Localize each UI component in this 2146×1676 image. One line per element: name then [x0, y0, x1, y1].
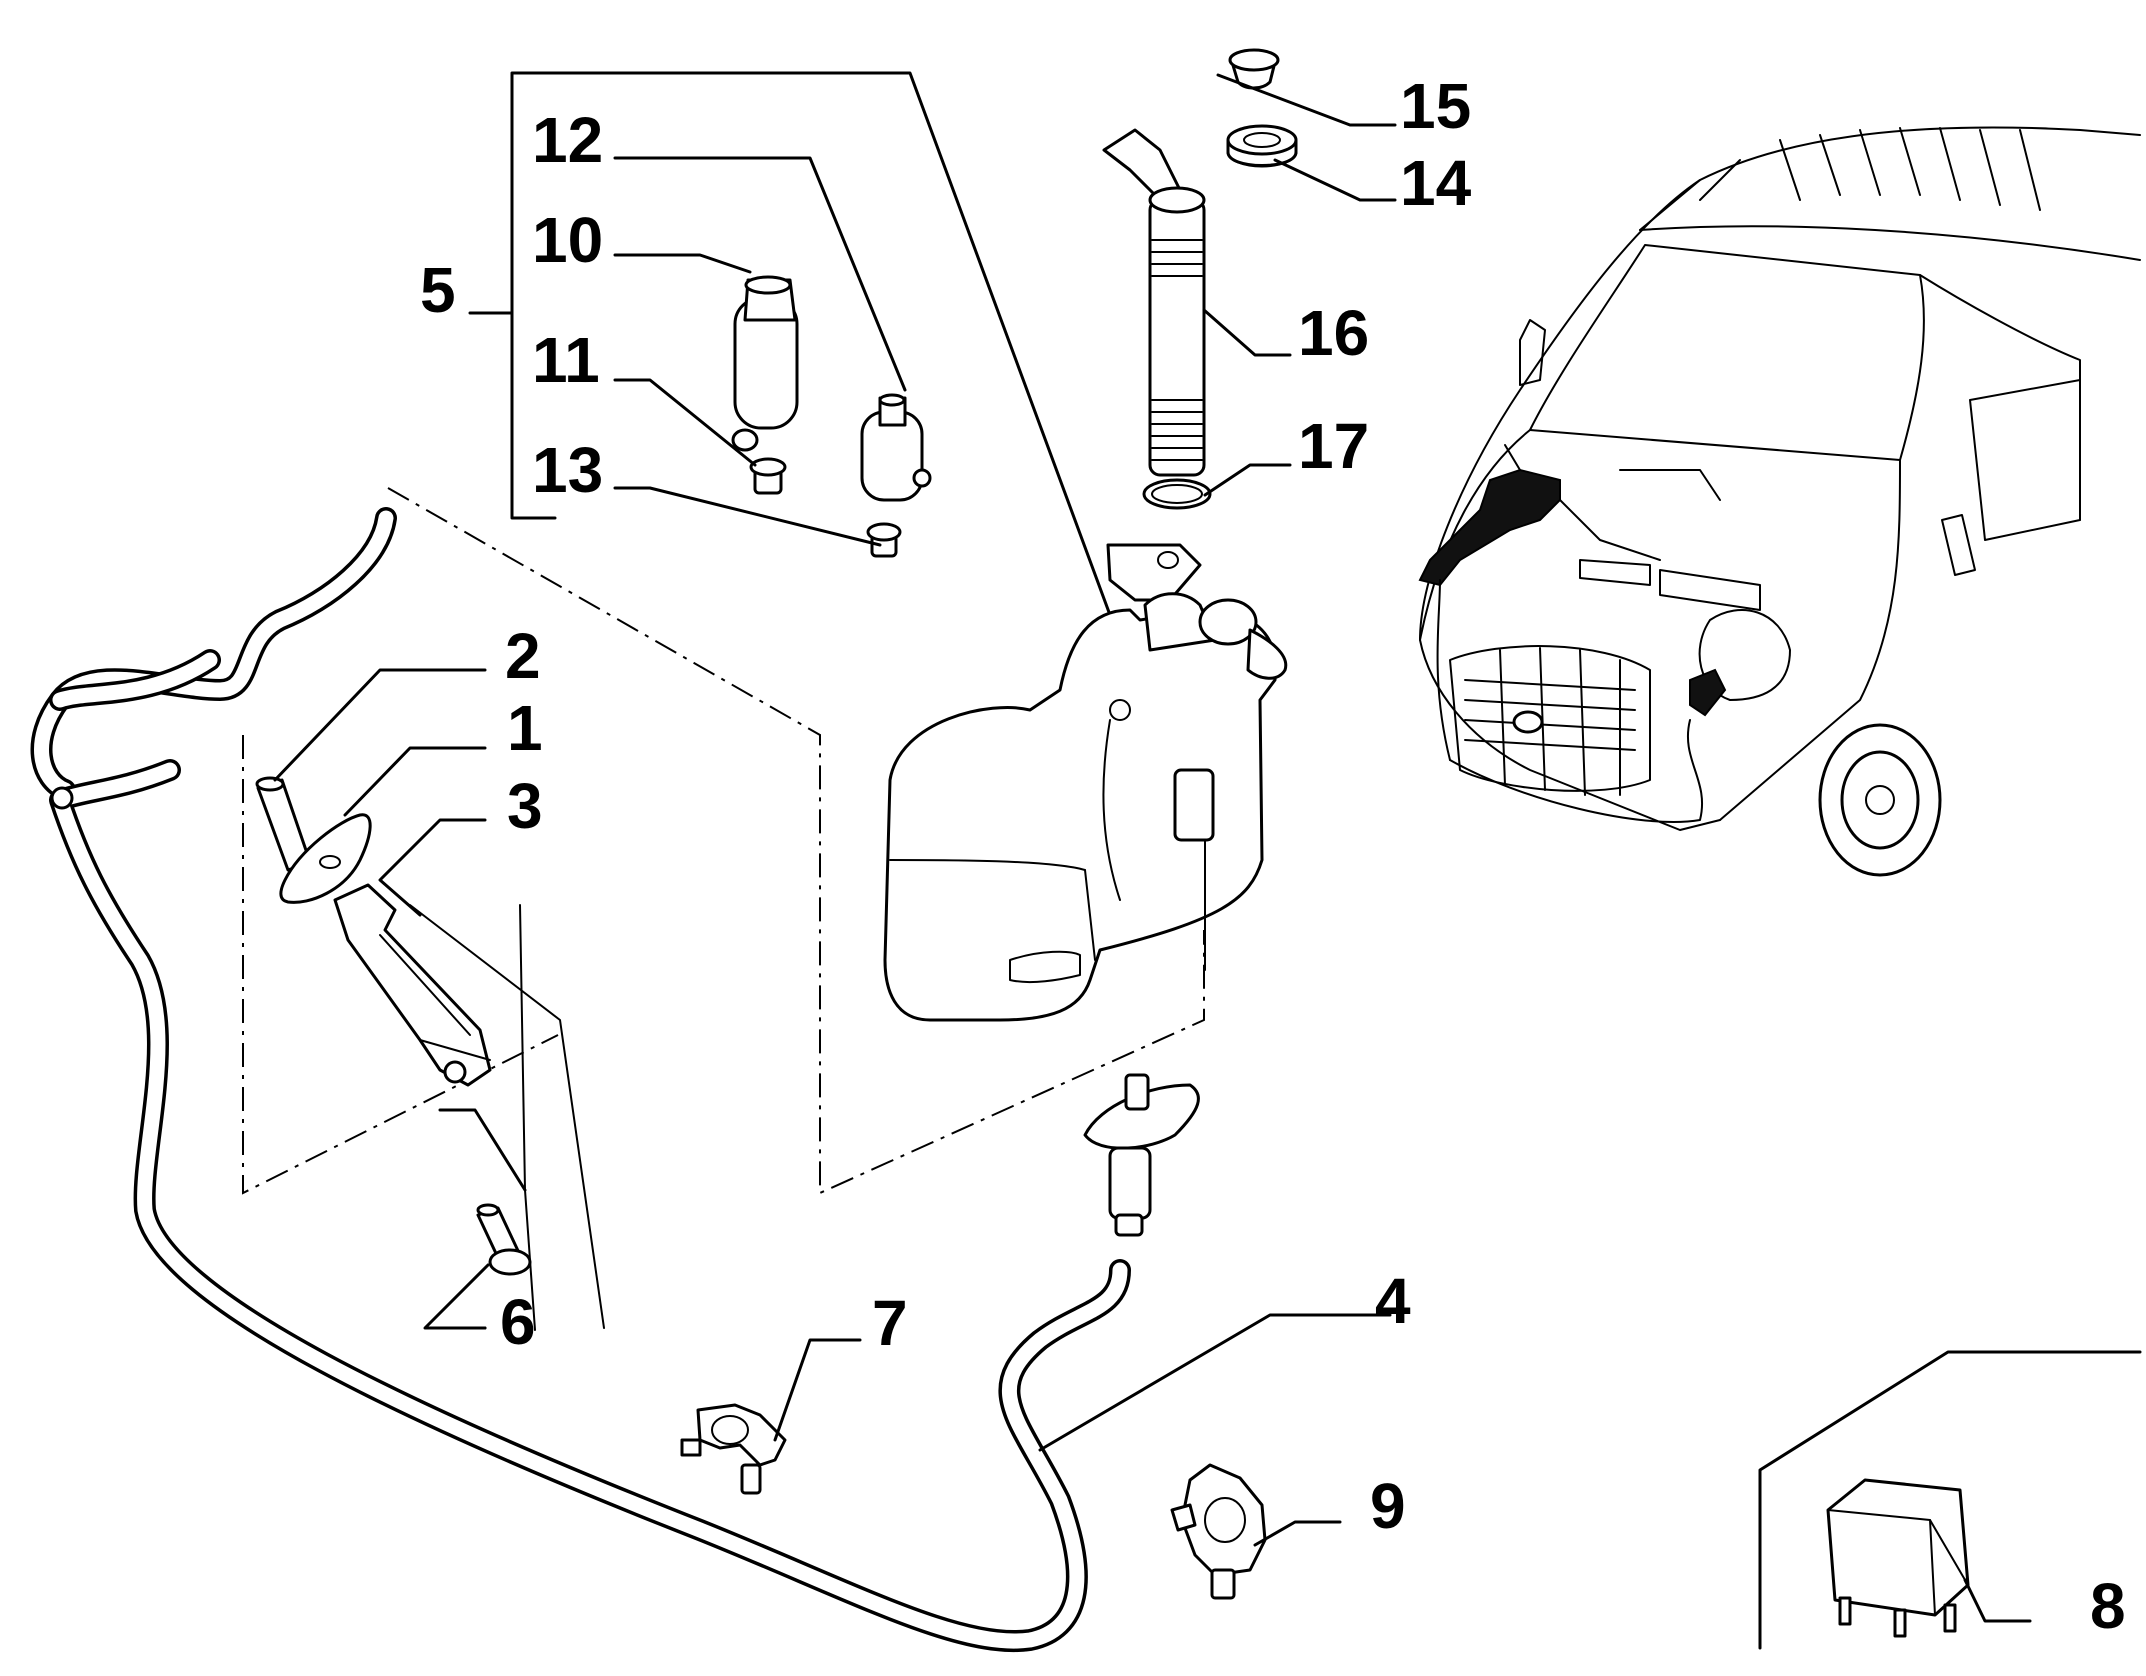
part-11-grommet [749, 457, 787, 495]
part-7-clip [680, 1403, 787, 1495]
callout-8: 8 [2090, 1570, 2126, 1642]
part-1-gasket [279, 813, 372, 904]
van-wiring-harness [1418, 444, 1727, 823]
callout-1: 1 [507, 692, 543, 764]
callout-5: 5 [420, 254, 456, 326]
assembly-outline-left [242, 487, 1205, 1195]
callout-12: 12 [532, 104, 603, 176]
callout-2: 2 [505, 620, 541, 692]
part-10-pump [731, 275, 799, 452]
part-12-pump [860, 393, 932, 502]
filler-neck-ribs [1151, 239, 1203, 461]
callout-11: 11 [532, 324, 600, 396]
callout-15: 15 [1400, 70, 1471, 142]
callout-labels: 1 2 3 4 5 6 7 8 9 10 11 12 13 14 15 16 1… [420, 70, 2126, 1642]
part-8-relay [1758, 1350, 2142, 1650]
callout-14: 14 [1400, 147, 1472, 219]
part-14-filler-cap [1226, 124, 1298, 168]
callout-7: 7 [872, 1287, 908, 1359]
callout-6: 6 [500, 1286, 536, 1358]
washer-reservoir [883, 543, 1288, 1022]
callout-17: 17 [1298, 410, 1369, 482]
part-3-nozzle [333, 883, 492, 1087]
washer-nozzle-right [1083, 1073, 1200, 1237]
callout-9: 9 [1370, 1470, 1406, 1542]
leader-lines [273, 73, 2032, 1623]
callout-4: 4 [1375, 1265, 1411, 1337]
van-illustration [1418, 126, 2141, 877]
washer-hose [30, 507, 1131, 1653]
group-bracket-5 [468, 71, 1112, 617]
part-16-filler-neck [1102, 128, 1206, 477]
part-13-grommet [866, 522, 902, 558]
callout-16: 16 [1298, 297, 1369, 369]
part-17-o-ring [1142, 478, 1212, 510]
part-9-clip [1170, 1463, 1267, 1600]
part-6-bolt [476, 1203, 532, 1276]
callout-3: 3 [507, 770, 543, 842]
callout-10: 10 [532, 204, 603, 276]
callout-13: 13 [532, 434, 603, 506]
